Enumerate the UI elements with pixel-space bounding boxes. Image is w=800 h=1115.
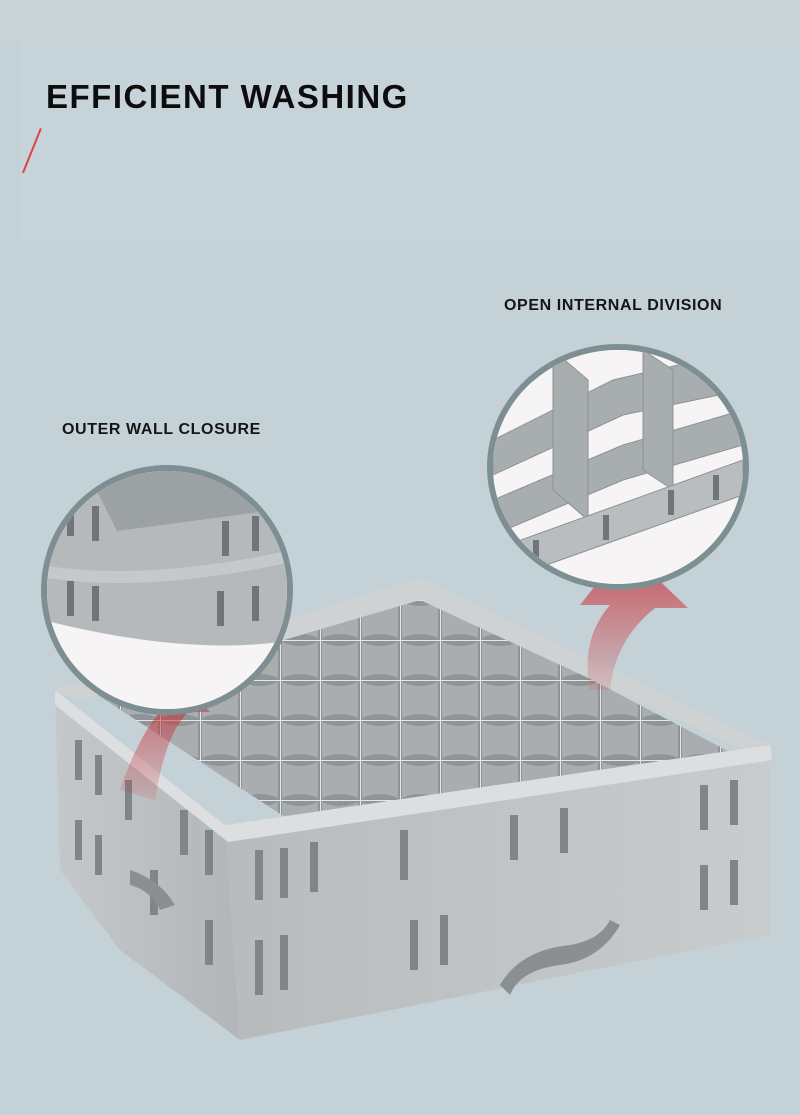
top-band	[0, 0, 800, 40]
zoom-circle-open-internal-division	[487, 344, 749, 590]
page-title: EFFICIENT WASHING	[46, 78, 409, 115]
zoom-circle-outer-wall-closure	[41, 465, 293, 715]
title-panel	[20, 40, 800, 240]
callout-label-open-internal-division: OPEN INTERNAL DIVISION	[504, 297, 723, 314]
callout-label-outer-wall-closure: OUTER WALL CLOSURE	[62, 421, 261, 438]
